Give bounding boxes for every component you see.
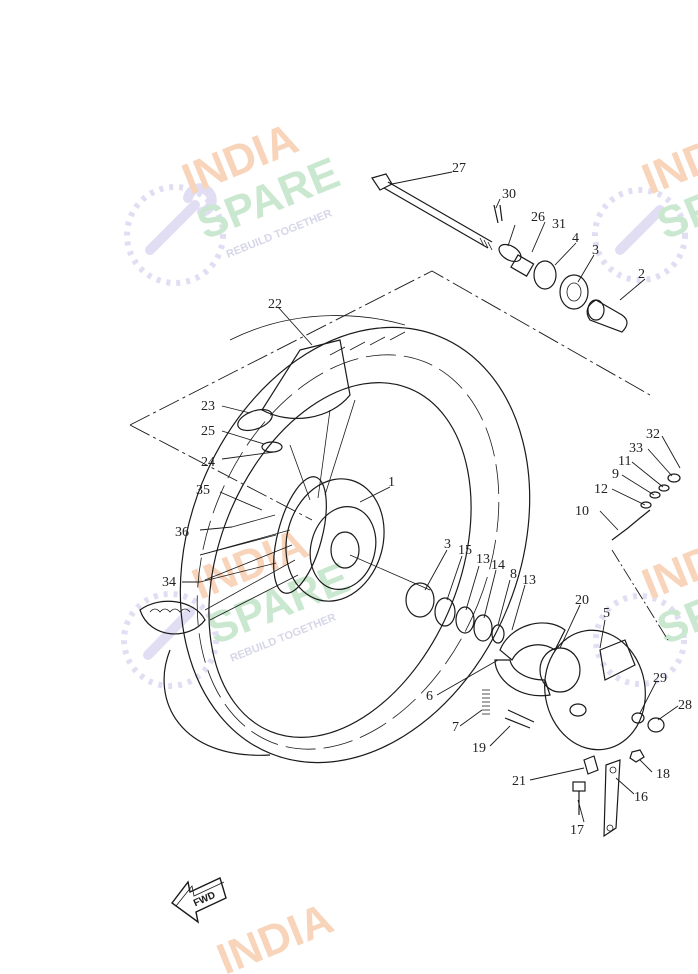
- callout-labels: 1 2 3 3 4 5 6 7 8 9 10 11 12 13 13 14 15…: [162, 161, 692, 838]
- callout-22: 22: [268, 297, 282, 312]
- tire: [163, 315, 531, 764]
- callout-20: 20: [575, 593, 589, 608]
- washer-29: [631, 712, 645, 724]
- callout-8: 8: [510, 567, 517, 582]
- callout-13-a: 13: [476, 552, 490, 567]
- callout-35: 35: [196, 483, 210, 498]
- callout-19: 19: [472, 741, 486, 756]
- callout-10: 10: [575, 504, 589, 519]
- callout-16: 16: [634, 790, 648, 805]
- axle-nut-and-collar: [498, 243, 535, 277]
- callout-26: 26: [531, 210, 545, 225]
- rim-band: [237, 339, 351, 453]
- callout-23: 23: [201, 399, 215, 414]
- callout-33: 33: [629, 441, 643, 456]
- callout-6: 6: [426, 689, 433, 704]
- callout-1: 1: [388, 475, 395, 490]
- callout-9: 9: [612, 467, 619, 482]
- wrench-logo-icon: [593, 593, 687, 687]
- callout-36: 36: [175, 525, 189, 540]
- castle-nut-28: [647, 717, 665, 733]
- spokes: [199, 399, 356, 621]
- bearing-right: [533, 260, 589, 310]
- axle: [371, 173, 493, 251]
- left-bearing-set: [405, 582, 505, 644]
- callout-15: 15: [458, 543, 472, 558]
- callout-3-left: 3: [444, 537, 451, 552]
- callout-17: 17: [570, 823, 584, 838]
- callout-11: 11: [618, 454, 631, 469]
- callout-21: 21: [512, 774, 526, 789]
- callout-34: 34: [162, 575, 176, 590]
- callout-31: 31: [552, 217, 566, 232]
- brake-shoes: [494, 622, 566, 697]
- callout-32: 32: [646, 427, 660, 442]
- wrench-logo-icon: [124, 183, 226, 286]
- callout-4: 4: [572, 231, 579, 246]
- callout-14: 14: [491, 558, 505, 573]
- callout-24: 24: [201, 455, 215, 470]
- callout-18: 18: [656, 767, 670, 782]
- cotter-pin: [493, 204, 503, 224]
- callout-5: 5: [603, 606, 610, 621]
- callout-12: 12: [594, 482, 608, 497]
- spacer-collar: [586, 299, 628, 333]
- wrench-logo-icon: [592, 187, 688, 283]
- nut: [629, 749, 645, 763]
- assembly-plane-outline: [129, 270, 669, 641]
- callout-25: 25: [201, 424, 215, 439]
- callout-28: 28: [678, 698, 692, 713]
- cam-shaft-21: [583, 755, 599, 775]
- callout-30: 30: [502, 187, 516, 202]
- watermark-india: INDIA: [210, 894, 339, 974]
- wheel-hub: [199, 399, 431, 621]
- brake-panel: [539, 629, 646, 751]
- forward-direction-arrow-icon: FWD: [171, 877, 227, 924]
- callout-13-b: 13: [522, 573, 536, 588]
- watermark-right: INDIA SPARE: [592, 114, 698, 283]
- callout-7: 7: [452, 720, 459, 735]
- watermark-top: INDIA SPARE REBUILD TOGETHER: [124, 114, 346, 286]
- callout-27: 27: [452, 161, 466, 176]
- spring-7: [482, 689, 490, 715]
- cam-lever: [603, 759, 621, 838]
- callout-3-right: 3: [592, 243, 599, 258]
- bolt: [572, 781, 586, 815]
- spoke-samples: [199, 514, 277, 583]
- callout-29: 29: [653, 671, 667, 686]
- speedo-gear-19: [504, 709, 535, 729]
- watermark-bottom: INDIA: [210, 894, 339, 974]
- callout-2: 2: [638, 267, 645, 282]
- callout-leaders: [182, 171, 681, 823]
- inner-tube: [139, 600, 206, 635]
- speedometer-cable-parts: [611, 473, 681, 541]
- watermark-right-lower: INDIA SPARE: [593, 519, 698, 687]
